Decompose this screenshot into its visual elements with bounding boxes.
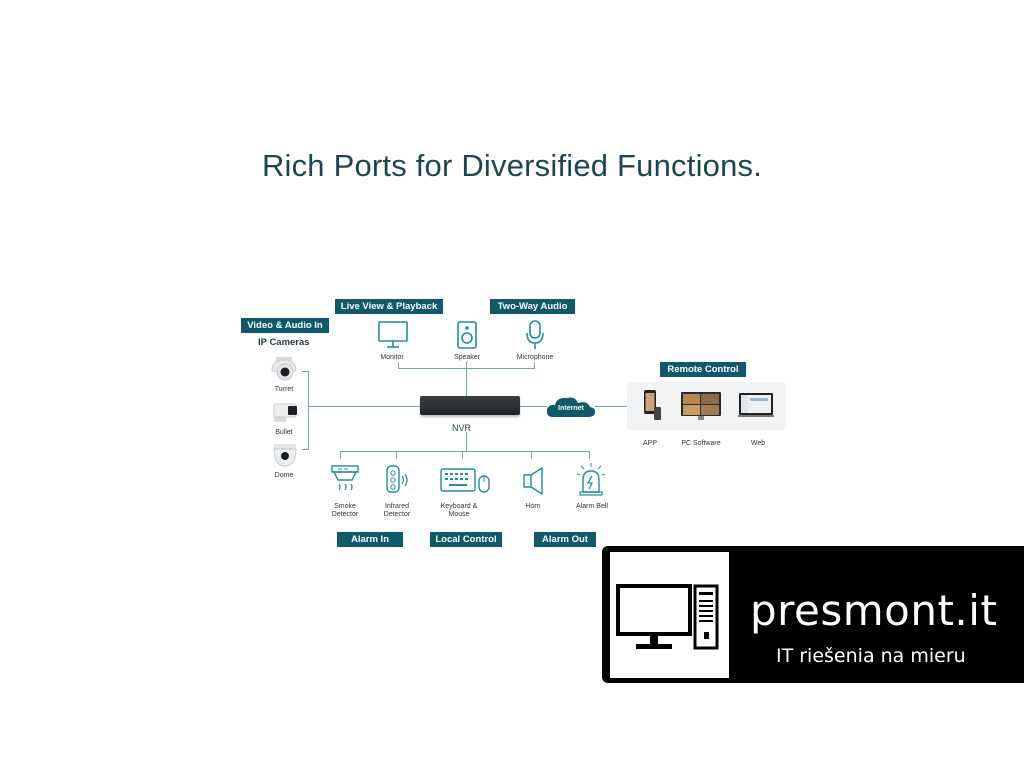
keyboard-mouse-label: Keyboard & Mouse <box>433 503 485 519</box>
drop-alarm-bell <box>589 451 590 459</box>
tag-two-way-audio: Two-Way Audio <box>490 299 575 314</box>
turret-label: Turret <box>266 386 302 394</box>
tag-live-view: Live View & Playback <box>335 299 443 314</box>
alarm-bell-label: Alarm Bell <box>569 503 615 511</box>
tag-alarm-in: Alarm In <box>337 532 403 547</box>
monitor-label: Monitor <box>372 354 412 362</box>
cloud-to-remote-line <box>595 406 627 407</box>
microphone-drop-line <box>534 362 535 369</box>
drop-smoke <box>340 451 341 459</box>
tag-local-control: Local Control <box>430 532 502 547</box>
drop-keyboard <box>462 451 463 459</box>
alarm-bell-icon <box>576 462 606 496</box>
keyboard-mouse-icon <box>440 467 492 495</box>
tag-remote-control: Remote Control <box>660 362 746 377</box>
nvr-to-cloud-line <box>520 406 547 407</box>
web-browser-icon <box>738 392 774 420</box>
pc-software-icon <box>680 391 722 421</box>
monitor-drop-line <box>398 362 399 369</box>
brand-name: presmont.it <box>750 586 997 635</box>
microphone-label: Microphone <box>509 354 561 362</box>
turret-camera-icon <box>270 357 298 383</box>
monitor-icon <box>377 320 409 350</box>
ip-cameras-label: IP Cameras <box>258 337 310 348</box>
tag-video-audio-in: Video & Audio In <box>241 318 329 333</box>
brand-tagline: IT riešenia na mieru <box>776 645 966 667</box>
bullet-label: Bullet <box>266 429 302 437</box>
microphone-icon <box>524 319 546 351</box>
camera-dome-tick <box>302 449 309 450</box>
web-label: Web <box>744 440 772 448</box>
smoke-detector-label: Smoke Detector <box>320 503 370 519</box>
nvr-label: NVR <box>452 423 471 433</box>
camera-bracket-line <box>308 371 309 449</box>
horn-icon <box>521 466 547 496</box>
drop-infrared <box>396 451 397 459</box>
app-label: APP <box>636 440 664 448</box>
smoke-detector-icon <box>330 464 360 496</box>
computer-icon <box>610 552 729 678</box>
infrared-detector-icon <box>385 464 411 496</box>
nvr-to-devices-line <box>466 432 467 452</box>
drop-horn <box>531 451 532 459</box>
camera-turret-tick <box>302 371 309 372</box>
bullet-camera-icon <box>272 400 298 424</box>
horn-label: Horn <box>513 503 553 511</box>
nvr-device <box>420 396 520 415</box>
infrared-detector-label: Infrared Detector <box>372 503 422 519</box>
page-title: Rich Ports for Diversified Functions. <box>0 148 1024 184</box>
camera-to-nvr-line <box>309 406 420 407</box>
internet-label: Internet <box>548 405 594 413</box>
dome-label: Dome <box>266 472 302 480</box>
app-phone-icon <box>642 389 662 421</box>
speaker-icon <box>456 320 478 350</box>
device-bar-line <box>340 451 590 452</box>
output-to-nvr-line <box>466 362 467 396</box>
pc-software-label: PC Software <box>674 440 728 448</box>
tag-alarm-out: Alarm Out <box>534 532 596 547</box>
speaker-label: Speaker <box>446 354 488 362</box>
dome-camera-icon <box>271 444 299 468</box>
